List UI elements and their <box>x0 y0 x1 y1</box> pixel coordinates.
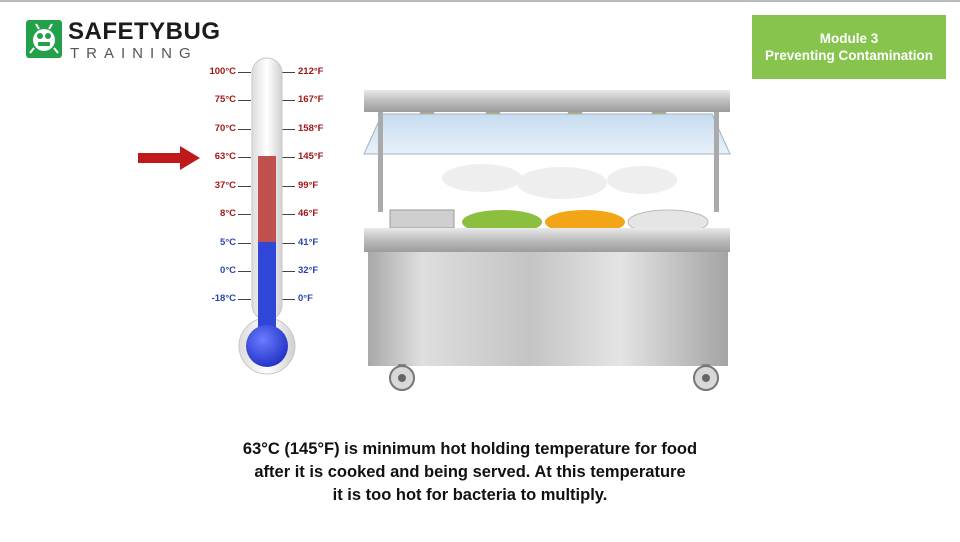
safetybug-logo: SAFETYBUG TRAINING <box>26 18 226 64</box>
left-post <box>378 112 383 212</box>
tick-mark <box>238 186 251 187</box>
fahrenheit-label: 41°F <box>298 237 319 248</box>
slide-top-border <box>0 0 960 2</box>
fahrenheit-label: 167°F <box>298 94 324 105</box>
tick-mark <box>282 129 295 130</box>
celsius-label: 70°C <box>214 123 236 134</box>
tick-mark <box>282 72 295 73</box>
fahrenheit-label: 32°F <box>298 265 319 276</box>
sneeze-guard-glass <box>363 113 731 155</box>
celsius-label: -18°C <box>211 293 236 304</box>
tick-mark <box>238 214 251 215</box>
food-pan-empty <box>389 209 455 229</box>
caption-line: it is too hot for bacteria to multiply. <box>332 486 608 504</box>
counter-top <box>364 228 730 252</box>
thermometer <box>238 57 296 375</box>
celsius-label: 8°C <box>220 208 236 219</box>
caster-wheels <box>389 364 719 391</box>
tick-mark <box>238 157 251 158</box>
fahrenheit-label-highlighted: 145°F <box>298 151 324 162</box>
tick-mark <box>238 72 251 73</box>
celsius-label-highlighted: 63°C <box>214 151 236 162</box>
logo-subtitle: TRAINING <box>70 45 198 62</box>
tick-mark <box>282 271 295 272</box>
tick-mark <box>282 299 295 300</box>
cabinet-body <box>368 252 728 366</box>
tick-mark <box>282 186 295 187</box>
fahrenheit-label: 158°F <box>298 123 324 134</box>
module-badge: Module 3 Preventing Contamination <box>752 15 946 79</box>
caption-text: 63°C (145°F) is minimum hot holding temp… <box>200 438 740 507</box>
thermometer-bulb <box>246 325 288 367</box>
caption-line: after it is cooked and being served. At … <box>254 463 686 481</box>
warmer-top-hood <box>364 90 730 112</box>
tick-mark <box>282 214 295 215</box>
tick-mark <box>238 129 251 130</box>
tick-mark <box>238 243 251 244</box>
bug-mascot-icon <box>26 20 62 58</box>
celsius-label: 75°C <box>214 94 236 105</box>
fahrenheit-label: 99°F <box>298 180 319 191</box>
module-number: Module 3 <box>819 31 879 46</box>
right-post <box>714 112 719 212</box>
celsius-label: 0°C <box>220 265 236 276</box>
tick-mark <box>282 243 295 244</box>
fahrenheit-label: 0°F <box>298 293 313 304</box>
fahrenheit-label: 46°F <box>298 208 319 219</box>
module-title: Preventing Contamination <box>764 48 933 63</box>
tick-mark <box>282 157 295 158</box>
thermometer-blue-column <box>258 242 276 332</box>
celsius-label: 37°C <box>214 180 236 191</box>
celsius-label: 5°C <box>220 237 236 248</box>
caption-line: 63°C (145°F) is minimum hot holding temp… <box>242 440 698 458</box>
tick-mark <box>238 299 251 300</box>
red-arrow-icon <box>138 146 200 170</box>
celsius-label: 100°C <box>209 66 236 77</box>
logo-title: SAFETYBUG <box>68 18 221 45</box>
tick-mark <box>238 271 251 272</box>
tick-mark <box>282 100 295 101</box>
thermometer-red-column <box>258 156 276 244</box>
food-warmer-illustration <box>363 90 731 391</box>
steam <box>442 164 677 199</box>
tick-mark <box>238 100 251 101</box>
fahrenheit-label: 212°F <box>298 66 324 77</box>
